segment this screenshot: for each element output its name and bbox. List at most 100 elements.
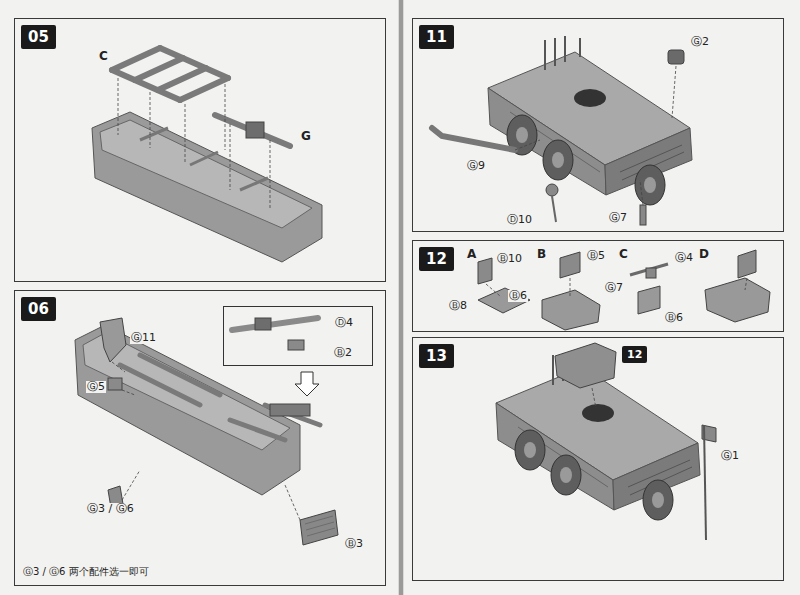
illustration-part — [158, 68, 206, 90]
step-panel: 05 — [14, 18, 386, 282]
step-11-truck — [432, 36, 692, 225]
illustration-part — [230, 420, 285, 440]
illustration-part — [738, 250, 756, 278]
illustration-part — [745, 278, 747, 290]
illustration-part — [270, 404, 310, 416]
part-number: Ⓑ10 — [496, 253, 523, 265]
step-reference: 12 — [622, 346, 647, 363]
step-05-chassis — [92, 48, 322, 262]
illustration-part — [285, 485, 300, 520]
illustration-part — [295, 372, 319, 396]
illustration-part — [552, 196, 556, 222]
illustration-part — [112, 48, 160, 70]
illustration-part — [307, 528, 335, 536]
illustration-part — [288, 340, 304, 350]
illustration-part — [255, 318, 271, 330]
illustration-part — [478, 258, 492, 284]
illustration-part — [122, 470, 140, 500]
illustration-part — [704, 425, 706, 540]
illustration-part — [270, 140, 271, 210]
illustration-part — [108, 378, 122, 390]
illustration-part — [265, 405, 320, 425]
part-number: Ⓑ8 — [448, 300, 468, 312]
illustration-part — [190, 152, 218, 165]
illustration-part — [668, 50, 684, 64]
illustration-part — [399, 0, 403, 595]
illustration-part — [225, 84, 226, 150]
illustration-part — [300, 510, 338, 545]
illustration-part — [570, 278, 571, 296]
illustration-part — [120, 365, 200, 405]
assembly-letter: G — [300, 130, 312, 143]
illustration-part — [100, 120, 312, 228]
illustration-part — [140, 128, 168, 140]
illustration-part — [404, 0, 800, 595]
part-number: Ⓖ9 — [466, 160, 486, 172]
part-number: Ⓖ1 — [720, 450, 740, 462]
illustration-part — [546, 184, 558, 196]
step-number: 06 — [21, 297, 56, 321]
illustration-part — [0, 0, 398, 595]
illustration-part — [112, 362, 125, 372]
part-number: Ⓑ5 — [586, 250, 606, 262]
illustration-part — [112, 362, 300, 520]
step-06-chassis — [75, 318, 338, 545]
part-number: Ⓖ7 — [604, 282, 624, 294]
illustration-part — [432, 128, 515, 150]
illustration-part — [150, 92, 151, 148]
subassembly-letter: A — [466, 248, 477, 261]
illustration-part — [555, 343, 616, 388]
illustration-part — [135, 58, 183, 80]
illustration-part — [185, 104, 186, 162]
subassembly-letter: B — [536, 248, 547, 261]
step-panel: 06Ⓓ4Ⓑ2 — [14, 290, 386, 586]
illustration-part — [486, 284, 500, 296]
illustration-part — [92, 112, 322, 262]
illustration-part — [640, 180, 643, 205]
step-number: 05 — [21, 25, 56, 49]
illustration-part — [305, 516, 333, 524]
part-number: Ⓓ10 — [506, 214, 533, 226]
part-number: Ⓖ4 — [674, 252, 694, 264]
step-number: 12 — [419, 247, 454, 271]
illustration-part — [640, 205, 646, 225]
illustration-part — [118, 78, 270, 210]
illustration-part — [215, 115, 290, 146]
option-note: Ⓖ3 / Ⓖ6 两个配件选一即可 — [22, 566, 150, 577]
illustration-part — [488, 36, 692, 205]
illustration-part — [120, 355, 320, 440]
assembly-letter: C — [98, 50, 109, 63]
step-number: 13 — [419, 344, 454, 368]
illustration-part — [638, 286, 660, 314]
illustration-part — [112, 48, 290, 146]
part-number: Ⓑ3 — [344, 538, 364, 550]
illustration-part — [246, 122, 264, 138]
illustration-part — [180, 78, 228, 100]
illustration-part — [230, 124, 231, 190]
part-number: Ⓖ7 — [608, 212, 628, 224]
illustration-part — [705, 278, 770, 322]
step-13-truck — [496, 343, 716, 540]
illustration-part — [478, 288, 530, 313]
subassembly-letter: D — [698, 248, 710, 261]
illustration-part — [672, 66, 676, 118]
illustration-part — [646, 268, 656, 278]
illustration-part — [592, 388, 596, 408]
illustration-part — [140, 355, 220, 395]
illustration-part — [232, 318, 318, 330]
step-panel: 11 — [412, 18, 784, 232]
part-number: Ⓑ6 — [508, 290, 528, 302]
illustration-part — [240, 178, 268, 190]
step-12-subassemblies — [478, 250, 770, 330]
part-number: Ⓑ6 — [664, 312, 684, 324]
illustration-part — [560, 252, 580, 278]
part-number: Ⓖ3 / Ⓖ6 — [86, 503, 135, 515]
illustration-part — [305, 516, 335, 536]
part-number: Ⓑ2 — [333, 347, 353, 359]
inset-box: Ⓓ4Ⓑ2 — [223, 306, 373, 366]
illustration-part — [118, 78, 119, 135]
illustration-part — [542, 290, 600, 330]
part-number: Ⓓ4 — [334, 317, 354, 329]
